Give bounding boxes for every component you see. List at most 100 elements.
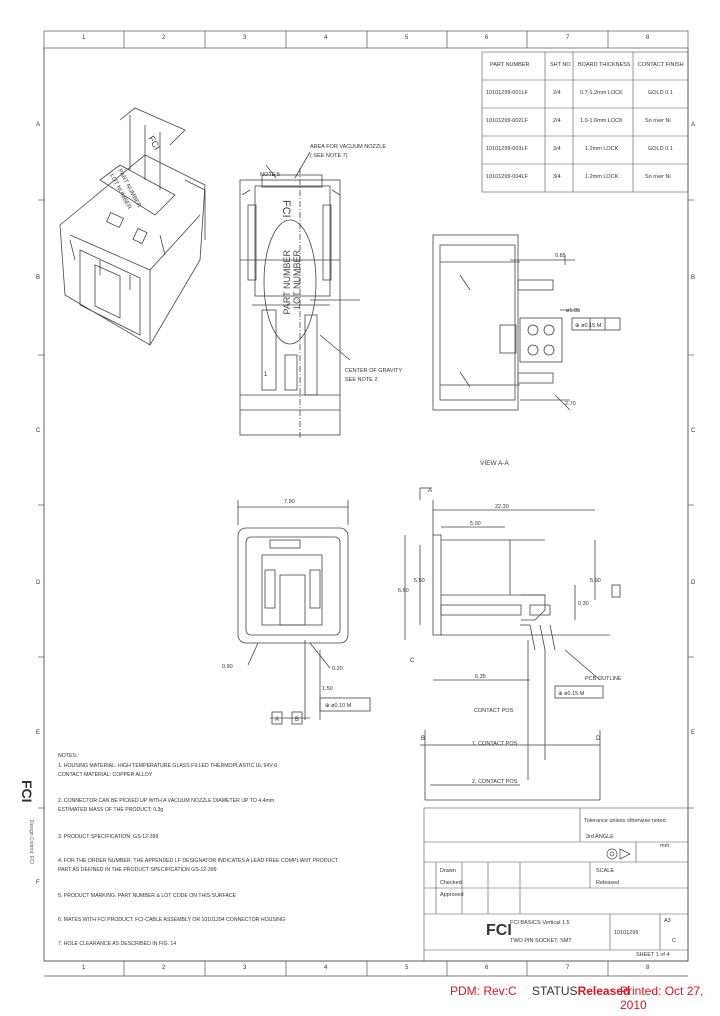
row-d-right: D bbox=[691, 580, 696, 586]
projection-label: 3rd ANGLE bbox=[586, 834, 614, 840]
note-2a: 2. CONNECTOR CAN BE PICKED UP WITH A VAC… bbox=[58, 798, 275, 804]
hdr-part-number: PART NUMBER bbox=[490, 62, 530, 68]
profile-h-left: 6.60 bbox=[398, 588, 409, 594]
col-8: 8 bbox=[646, 35, 650, 41]
front-lot-number: LOT NUMBER bbox=[292, 250, 302, 309]
tol-note: Tolerance unless otherwise noted bbox=[584, 818, 666, 824]
contact-pos1-label: 1, CONTACT POS bbox=[472, 741, 518, 747]
pin1-label: 1 bbox=[264, 372, 268, 378]
sheet-no: SHEET 1 of 4 bbox=[636, 952, 670, 958]
units: mm bbox=[660, 843, 670, 849]
contact-pos2-label: 2, CONTACT POS bbox=[472, 779, 518, 785]
front-view bbox=[239, 151, 360, 440]
profile-tolerance: ⊕ ø0.15 M bbox=[558, 691, 585, 697]
row-b-right: B bbox=[691, 275, 696, 281]
side-dim-b: 2.70 bbox=[565, 401, 576, 407]
status-label: STATUS bbox=[532, 984, 578, 998]
row-c-right: C bbox=[691, 428, 696, 434]
side-text: Design Control: FCI bbox=[28, 820, 34, 864]
status-value: Released bbox=[577, 984, 631, 998]
hdr-sheet: SHT NO bbox=[550, 62, 571, 68]
third-angle-projection-icon bbox=[606, 848, 631, 860]
drawing-subtitle: TWO PIN SOCKET, SMT bbox=[510, 938, 572, 944]
title-block-grid bbox=[423, 807, 689, 962]
col-2: 2 bbox=[162, 35, 166, 41]
note-6: 6. MATES WITH FCI PRODUCT: FCI-CABLE ASS… bbox=[58, 917, 286, 923]
part-table-grid bbox=[481, 51, 689, 193]
note-1b: CONTACT MATERIAL: COPPER ALLOY bbox=[58, 772, 153, 778]
fci-side-logo-icon: FCI bbox=[19, 780, 35, 803]
bottom-dim-mid: 1.50 bbox=[322, 686, 333, 692]
isometric-connector-view bbox=[59, 107, 206, 346]
row2-part: 10101299-002LF bbox=[486, 118, 528, 124]
side-dim-a: 0.85 bbox=[555, 253, 566, 259]
profile-bottom-dim: 6.35 bbox=[475, 674, 486, 680]
row-f: F bbox=[36, 880, 40, 886]
row2-finish: Sn over Ni bbox=[645, 118, 671, 124]
bottom-dim-right: 0.20 bbox=[332, 666, 343, 672]
bottom-datum-a: A bbox=[275, 717, 279, 723]
note-4a: 4. FOR THE ORDER NUMBER, THE APPENDED LF… bbox=[58, 858, 339, 864]
rev: C bbox=[672, 938, 676, 944]
profile-h-right: 5.90 bbox=[590, 578, 601, 584]
row4-thickness: 1.2mm LOCK bbox=[585, 174, 619, 180]
bottom-tolerance: ⊕ ø0.10 M bbox=[325, 703, 352, 709]
row-a: A bbox=[36, 122, 41, 128]
see-note-2: SEE NOTE 2 bbox=[345, 377, 377, 383]
profile-h-right2: 0.30 bbox=[578, 601, 589, 607]
col-8-bottom: 8 bbox=[646, 965, 650, 971]
note-4b: PART AS DEFINED IN THE PRODUCT SPECIFICA… bbox=[58, 867, 217, 873]
released-label: Released bbox=[596, 880, 620, 886]
col-1-bottom: 1 bbox=[82, 965, 86, 971]
profile-view bbox=[404, 487, 621, 801]
note-2b: ESTIMATED MASS OF THE PRODUCT: 0.3g bbox=[58, 807, 164, 813]
checked-label: Checked bbox=[440, 880, 462, 886]
col-3-bottom: 3 bbox=[243, 965, 247, 971]
bottom-view bbox=[237, 500, 371, 725]
col-5-bottom: 5 bbox=[405, 965, 409, 971]
part-no: 10101299 bbox=[614, 930, 639, 936]
col-5: 5 bbox=[405, 35, 409, 41]
hdr-contact-finish: CONTACT FINISH bbox=[638, 62, 684, 68]
row1-part: 10101299-001LF bbox=[486, 90, 528, 96]
bottom-width: 7.90 bbox=[284, 499, 295, 505]
note-5: 5. PRODUCT MARKING: PART NUMBER & LOT CO… bbox=[58, 893, 237, 899]
svg-text:FCI: FCI bbox=[19, 780, 35, 803]
svg-text:FCI: FCI bbox=[486, 922, 512, 939]
row-c: C bbox=[36, 428, 41, 434]
scale-label: SCALE bbox=[596, 868, 615, 874]
row3-part: 10101299-003LF bbox=[486, 146, 528, 152]
row4-part: 10101299-004LF bbox=[486, 174, 528, 180]
nozzle-area-label: AREA FOR VACUUM NOZZLE bbox=[310, 144, 386, 150]
status: STATUSReleased bbox=[532, 984, 630, 998]
row-e: E bbox=[36, 730, 41, 736]
side-tolerance: ⊕ ø0.15 M bbox=[575, 323, 602, 329]
row3-finish: GOLD 0.1 bbox=[648, 146, 673, 152]
nozzle-area-note: ( SEE NOTE 7) bbox=[310, 153, 348, 159]
row2-sheet: 2/4 bbox=[553, 118, 561, 124]
pdm-revision: PDM: Rev:C bbox=[450, 984, 517, 998]
profile-datum-d: D bbox=[596, 736, 601, 742]
row3-thickness: 1.2mm LOCK bbox=[585, 146, 619, 152]
drawn-label: Drawn bbox=[440, 868, 456, 874]
fci-title-logo-icon: FCI bbox=[486, 922, 512, 939]
profile-datum-a: A bbox=[428, 488, 432, 494]
profile-width-mid: 5.00 bbox=[470, 521, 481, 527]
side-hole-dia: ø1.05 bbox=[566, 308, 580, 314]
col-7: 7 bbox=[566, 35, 570, 41]
row1-finish: GOLD 0.1 bbox=[648, 90, 673, 96]
hdr-board-thickness: BOARD THICKNESS bbox=[578, 62, 631, 68]
row-d: D bbox=[36, 580, 41, 586]
center-gravity-label: CENTER OF GRAVITY bbox=[345, 368, 402, 374]
printed-date: Printed: Oct 27, 2010 bbox=[620, 984, 704, 1012]
front-part-number: PART NUMBER bbox=[282, 250, 292, 315]
notes-title: NOTES: bbox=[58, 753, 78, 759]
contact-pos-label: CONTACT POS bbox=[474, 708, 514, 714]
row1-thickness: 0.7-1.2mm LOCK bbox=[580, 90, 623, 96]
col-4: 4 bbox=[324, 35, 328, 41]
profile-h-left2: 5.50 bbox=[414, 578, 425, 584]
profile-datum-b: B bbox=[421, 736, 425, 742]
note-3: 3. PRODUCT SPECIFICATION: GS-12-399 bbox=[58, 834, 159, 840]
front-logo: FCI bbox=[280, 200, 292, 218]
